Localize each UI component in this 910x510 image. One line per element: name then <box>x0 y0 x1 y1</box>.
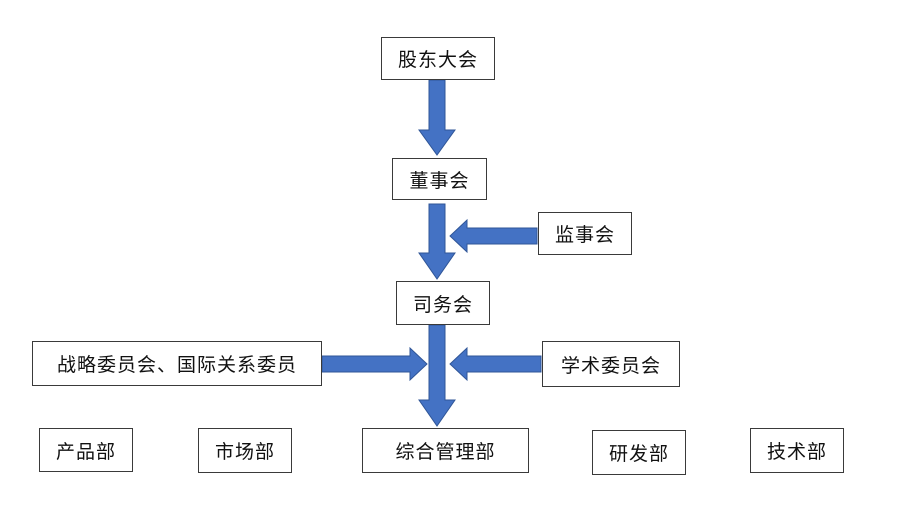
node-academic-committee: 学术委员会 <box>542 341 680 387</box>
node-company-affairs: 司务会 <box>396 281 490 325</box>
arrow-shareholders-to-board <box>418 79 456 156</box>
node-strategy-committee: 战略委员会、国际关系委员 <box>32 341 322 386</box>
node-supervisors: 监事会 <box>538 212 632 255</box>
arrow-company-affairs-to-general-mgmt <box>418 324 456 427</box>
node-product-dept: 产品部 <box>39 428 133 472</box>
node-board: 董事会 <box>392 158 487 200</box>
node-general-mgmt-dept: 综合管理部 <box>362 428 529 473</box>
arrow-board-to-company-affairs <box>418 203 456 280</box>
node-shareholders: 股东大会 <box>381 37 495 80</box>
arrow-strategy-committee-to-line <box>321 346 428 382</box>
node-tech-dept: 技术部 <box>750 428 844 473</box>
node-market-dept: 市场部 <box>198 428 292 473</box>
arrow-academic-committee-to-line <box>449 346 542 382</box>
arrow-supervisors-to-board-line <box>449 218 538 254</box>
node-rd-dept: 研发部 <box>592 430 686 475</box>
